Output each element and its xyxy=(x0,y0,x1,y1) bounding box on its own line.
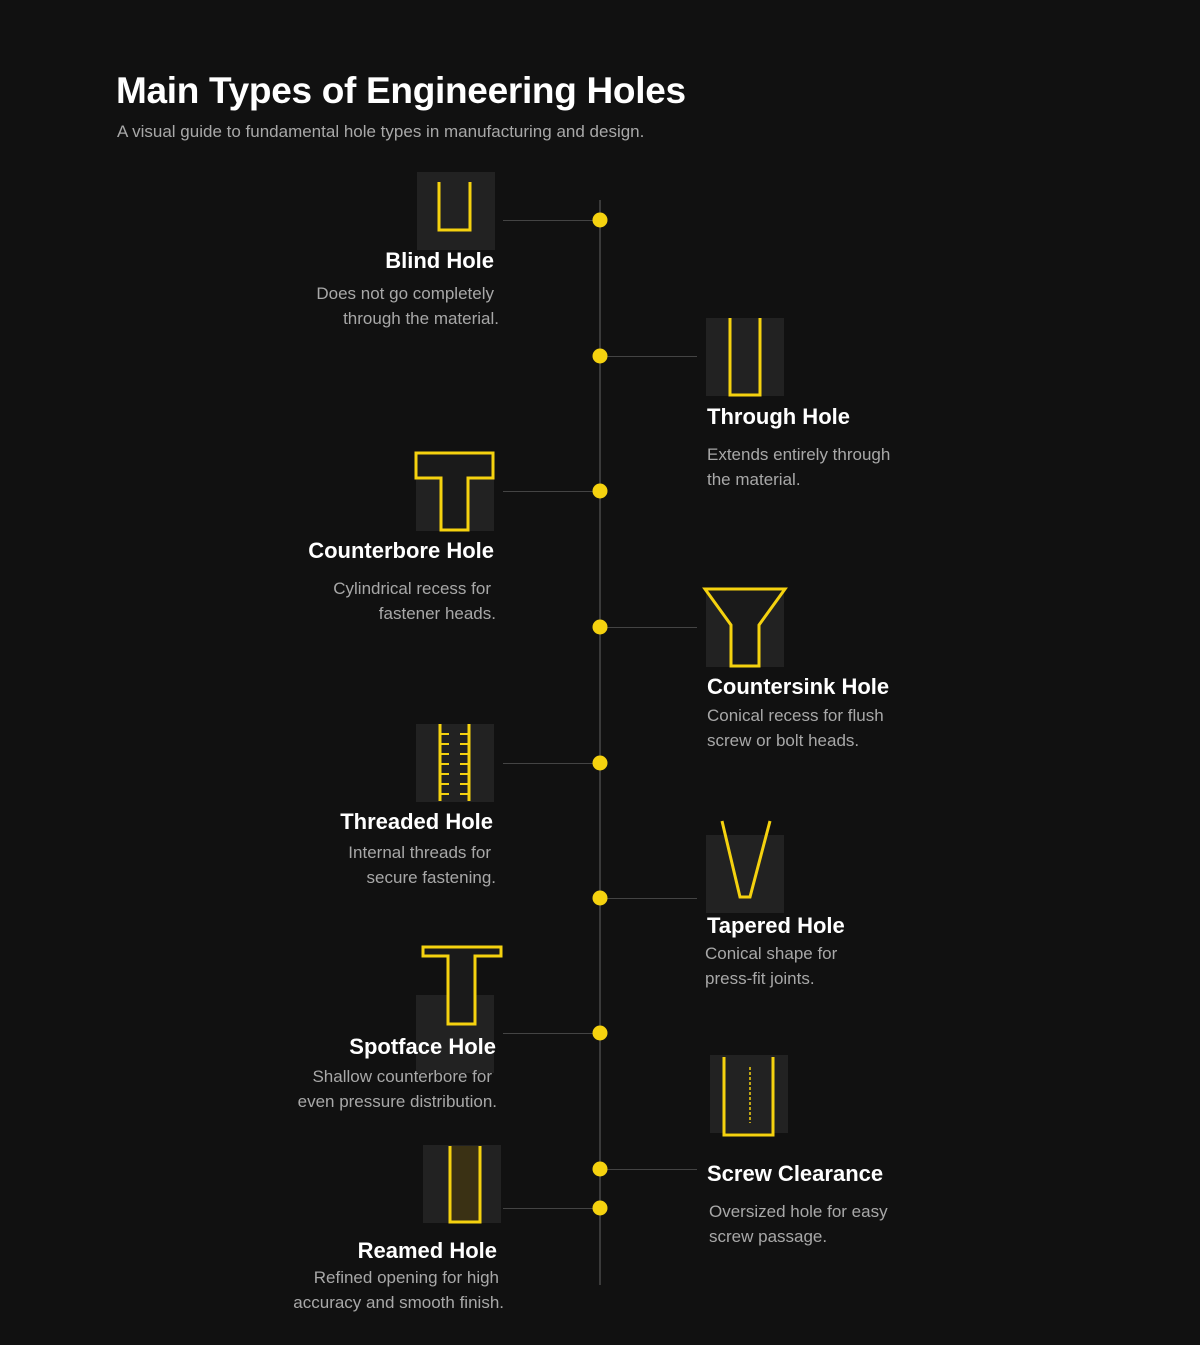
countersink-hole-icon xyxy=(702,587,788,668)
item-description: Refined opening for high accuracy and sm… xyxy=(293,1268,504,1312)
connector-line xyxy=(503,1033,600,1034)
timeline-dot xyxy=(592,755,608,771)
timeline-dot xyxy=(592,1025,608,1041)
page-subtitle: A visual guide to fundamental hole types… xyxy=(117,122,645,141)
item-description: Oversized hole for easy screw passage. xyxy=(709,1202,888,1246)
connector-line xyxy=(600,627,697,628)
connector-line xyxy=(600,898,697,899)
connector-line xyxy=(503,763,600,764)
item-title: Blind Hole xyxy=(385,248,494,273)
connector-line xyxy=(600,1169,697,1170)
item-title: Tapered Hole xyxy=(707,913,845,938)
item-description: Extends entirely through the material. xyxy=(707,445,891,489)
item-description: Conical shape for press-fit joints. xyxy=(705,944,838,988)
connector-line xyxy=(600,356,697,357)
timeline-dot xyxy=(592,1161,608,1177)
icon-background xyxy=(416,724,494,802)
item-title: Through Hole xyxy=(707,404,850,429)
item-title: Threaded Hole xyxy=(340,809,493,834)
connector-line xyxy=(503,220,600,221)
connector-line xyxy=(503,491,600,492)
counterbore-hole-icon xyxy=(414,451,495,532)
item-title: Reamed Hole xyxy=(357,1238,497,1263)
tapered-hole-icon xyxy=(720,820,772,899)
timeline-dot xyxy=(592,483,608,499)
timeline-dot xyxy=(592,212,608,228)
icon-background xyxy=(706,835,784,913)
timeline-axis xyxy=(599,200,601,1285)
threaded-hole-icon xyxy=(438,724,471,801)
timeline-dot xyxy=(592,348,608,364)
timeline-dot xyxy=(592,890,608,906)
spotface-hole-icon xyxy=(421,945,503,1026)
connector-line xyxy=(503,1208,600,1209)
blind-hole-icon xyxy=(437,182,472,232)
item-description: Conical recess for flush screw or bolt h… xyxy=(707,706,884,750)
item-description: Internal threads for secure fastening. xyxy=(348,843,496,887)
icon-background xyxy=(706,318,784,396)
reamed-hole-icon xyxy=(448,1146,482,1224)
item-title: Counterbore Hole xyxy=(308,538,494,563)
timeline-dot xyxy=(592,619,608,635)
item-title: Spotface Hole xyxy=(349,1034,496,1059)
screw-clearance-icon xyxy=(722,1057,775,1137)
item-title: Countersink Hole xyxy=(707,674,890,699)
icon-background xyxy=(417,172,495,250)
timeline-dot xyxy=(592,1200,608,1216)
item-title: Screw Clearance xyxy=(707,1161,884,1186)
through-hole-icon xyxy=(728,318,762,397)
page-title: Main Types of Engineering Holes xyxy=(116,70,686,111)
item-description: Shallow counterbore for even pressure di… xyxy=(297,1067,497,1111)
item-description: Does not go completely through the mater… xyxy=(316,284,499,328)
item-description: Cylindrical recess for fastener heads. xyxy=(333,579,496,623)
